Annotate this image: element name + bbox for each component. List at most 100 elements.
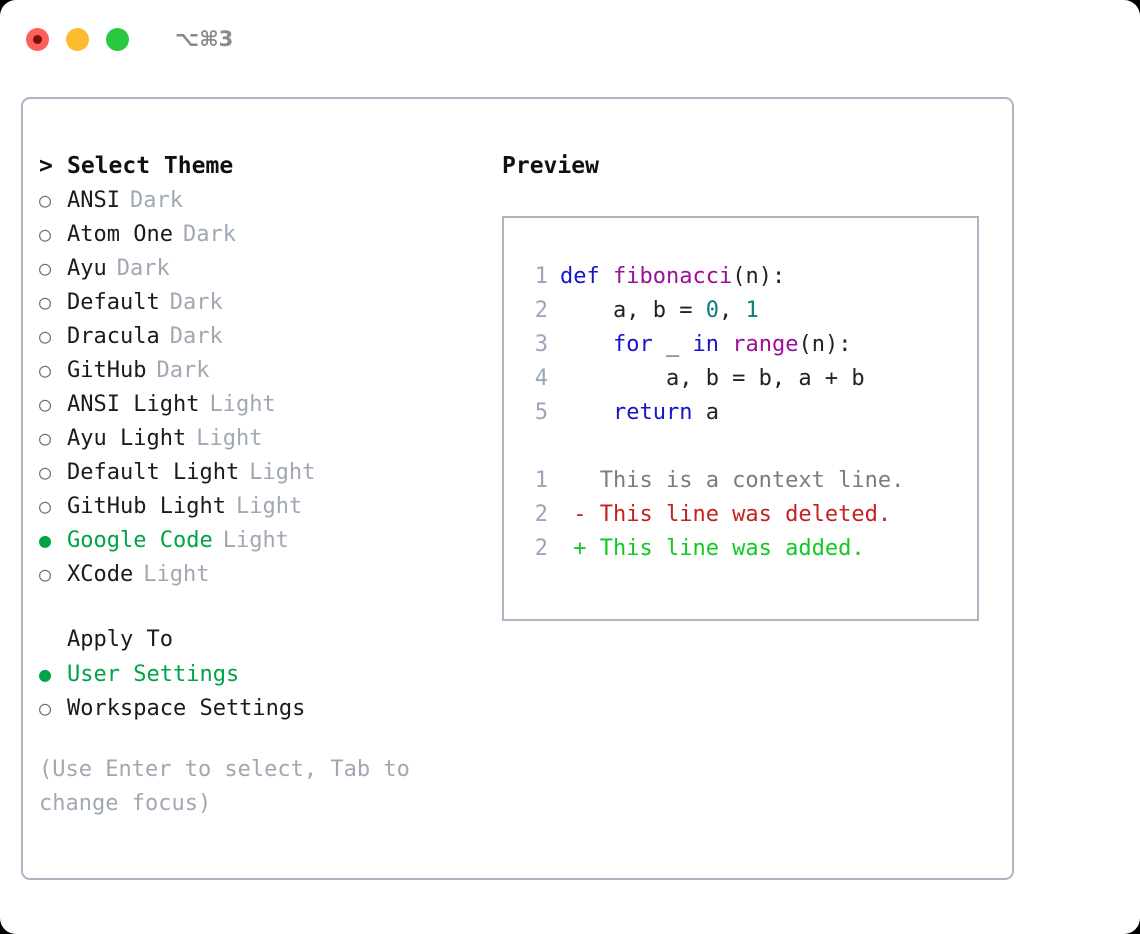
theme-option-default-light[interactable]: ○ Default Light Light	[39, 455, 499, 489]
diff-sample: 1 This is a context line. 2 - This line w…	[504, 464, 977, 566]
code-token: _	[652, 332, 693, 357]
line-number: 5	[534, 400, 548, 425]
code-text: a, b = b, a + b	[560, 362, 865, 396]
code-token: a, b = b, a + b	[560, 366, 865, 391]
diff-text: - This line was deleted.	[560, 502, 892, 527]
apply-to-option-label: User Settings	[67, 662, 240, 687]
line-number: 2	[534, 536, 548, 561]
maximize-button[interactable]	[106, 27, 129, 51]
code-token	[560, 400, 613, 425]
radio-unselected-icon: ○	[39, 494, 52, 518]
theme-variant-label: Dark	[182, 222, 236, 247]
line-number: 1	[534, 468, 548, 493]
radio-unselected-icon: ○	[39, 460, 52, 484]
code-text: a, b = 0, 1	[560, 294, 759, 328]
theme-variant-label: Dark	[116, 256, 170, 281]
apply-to-option-list: ● User Settings ○ Workspace Settings	[39, 657, 499, 725]
theme-option-ansi-light[interactable]: ○ ANSI Light Light	[39, 387, 499, 421]
radio-selected-icon: ●	[39, 528, 52, 552]
apply-to-title: Apply To	[67, 627, 173, 652]
line-number: 2	[534, 502, 548, 527]
theme-option-label: Atom One	[67, 222, 173, 247]
line-number: 3	[534, 332, 548, 357]
theme-option-label: Default Light	[67, 460, 240, 485]
spacer	[39, 591, 499, 623]
close-button[interactable]	[26, 27, 49, 51]
radio-selected-icon: ●	[39, 662, 52, 686]
theme-option-label: Dracula	[67, 324, 160, 349]
theme-option-label: GitHub	[67, 358, 147, 383]
code-token: 1	[745, 298, 759, 323]
diff-text: + This line was added.	[560, 536, 865, 561]
code-token: range	[732, 332, 799, 357]
code-token: a, b =	[560, 298, 706, 323]
code-token: for	[612, 332, 653, 357]
theme-variant-label: Dark	[169, 290, 223, 315]
theme-variant-label: Light	[196, 426, 263, 451]
radio-unselected-icon: ○	[39, 696, 52, 720]
keyboard-shortcut-label: ⌥⌘3	[175, 27, 234, 51]
diff-text: This is a context line.	[560, 468, 905, 493]
theme-option-github[interactable]: ○ GitHub Dark	[39, 353, 499, 387]
radio-unselected-icon: ○	[39, 392, 52, 416]
apply-to-option-user-settings[interactable]: ● User Settings	[39, 657, 499, 691]
code-line: 3 for _ in range(n):	[504, 328, 977, 362]
code-token	[719, 332, 732, 357]
help-text: (Use Enter to select, Tab to change focu…	[39, 757, 410, 816]
theme-option-label: ANSI Light	[67, 392, 200, 417]
theme-option-github-light[interactable]: ○ GitHub Light Light	[39, 489, 499, 523]
theme-option-label: Google Code	[67, 528, 213, 553]
radio-unselected-icon: ○	[39, 562, 52, 586]
theme-option-label: GitHub Light	[67, 494, 226, 519]
theme-variant-label: Light	[235, 494, 303, 519]
code-token: fibonacci	[613, 264, 733, 289]
radio-unselected-icon: ○	[39, 222, 52, 246]
theme-option-label: Ayu Light	[67, 426, 187, 451]
code-token	[560, 332, 613, 357]
line-number: 4	[534, 366, 548, 391]
theme-variant-label: Light	[209, 392, 276, 417]
radio-unselected-icon: ○	[39, 324, 52, 348]
theme-variant-label: Light	[249, 460, 316, 485]
apply-to-option-workspace-settings[interactable]: ○ Workspace Settings	[39, 691, 499, 725]
code-line: 2 a, b = 0, 1	[504, 294, 977, 328]
code-text: return a	[560, 396, 719, 430]
code-token: (n):	[798, 332, 852, 357]
code-token: 0	[705, 298, 719, 323]
code-token: return	[612, 400, 693, 425]
spacer	[504, 430, 977, 464]
preview-title: Preview	[502, 153, 599, 179]
code-line: 5 return a	[504, 396, 977, 430]
traffic-lights	[26, 27, 129, 51]
code-line: 4 a, b = b, a + b	[504, 362, 977, 396]
code-text: for _ in range(n):	[560, 328, 851, 362]
diff-line: 2 + This line was added.	[504, 532, 977, 566]
diff-line: 1 This is a context line.	[504, 464, 977, 498]
theme-option-ayu[interactable]: ○ Ayu Dark	[39, 251, 499, 285]
radio-unselected-icon: ○	[39, 256, 52, 280]
theme-option-ansi[interactable]: ○ ANSI Dark	[39, 183, 499, 217]
radio-unselected-icon: ○	[39, 358, 52, 382]
window-titlebar: ⌥⌘3	[0, 0, 1140, 78]
theme-option-label: ANSI	[67, 188, 120, 213]
theme-variant-label: Dark	[156, 358, 210, 383]
theme-option-atom-one[interactable]: ○ Atom One Dark	[39, 217, 499, 251]
theme-option-label: XCode	[67, 562, 134, 587]
theme-option-label: Ayu	[67, 256, 107, 281]
theme-variant-label: Dark	[129, 188, 183, 213]
apply-to-option-label: Workspace Settings	[67, 696, 306, 721]
minimize-button[interactable]	[66, 27, 89, 51]
code-token: (n):	[732, 264, 786, 289]
radio-unselected-icon: ○	[39, 188, 52, 212]
line-number: 1	[534, 264, 548, 289]
